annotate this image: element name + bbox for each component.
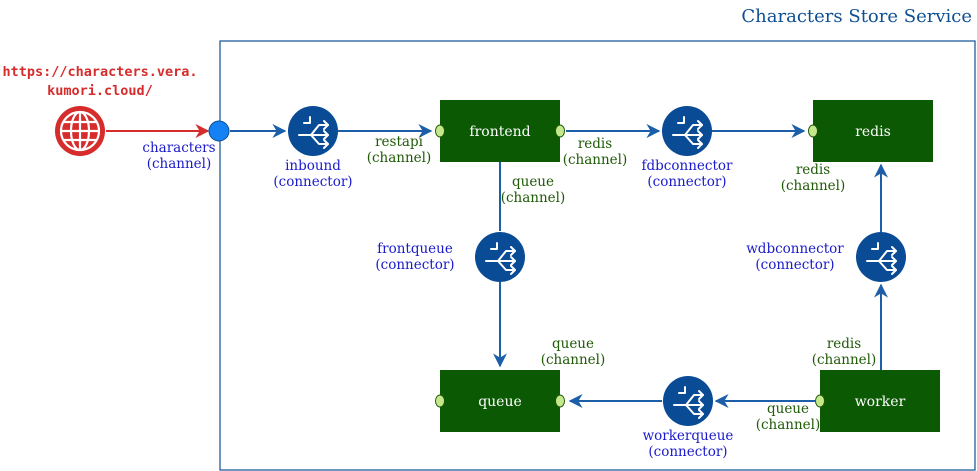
channel-worker-redis-kind: (channel): [812, 352, 877, 368]
component-redis[interactable]: redis: [813, 100, 933, 162]
connector-wdbconnector[interactable]: [855, 231, 907, 283]
connector-frontqueue-name: frontqueue: [377, 241, 453, 257]
service-port[interactable]: [208, 120, 230, 142]
service-channel-name: characters: [142, 140, 215, 156]
connector-inbound-kind: (connector): [273, 174, 352, 190]
connector-fdbconnector-name: fdbconnector: [642, 158, 733, 174]
connector-workerqueue[interactable]: [662, 375, 714, 427]
channel-worker-queue-kind: (channel): [756, 417, 821, 433]
port-queue-left[interactable]: [435, 394, 445, 408]
connector-icon: [855, 231, 907, 283]
component-frontend-label: frontend: [469, 124, 530, 140]
connector-frontqueue[interactable]: [474, 231, 526, 283]
connector-icon: [662, 375, 714, 427]
connector-fdbconnector-kind: (connector): [647, 174, 726, 190]
links: [230, 124, 888, 408]
connector-inbound[interactable]: [287, 105, 339, 157]
component-redis-label: redis: [855, 124, 891, 140]
connector-workerqueue-kind: (connector): [648, 444, 727, 460]
service-channel-kind: (channel): [147, 156, 212, 172]
component-frontend[interactable]: frontend: [440, 100, 560, 162]
connector-workerqueue-name: workerqueue: [643, 428, 734, 444]
component-worker-label: worker: [855, 394, 906, 410]
component-queue[interactable]: queue: [440, 370, 560, 432]
channel-frontend-restapi-kind: (channel): [367, 150, 432, 166]
connector-icon: [661, 105, 713, 157]
external-url[interactable]: https://characters.vera. kumori.cloud/: [2, 64, 197, 99]
connector-frontqueue-kind: (connector): [375, 257, 454, 273]
port-frontend-redis[interactable]: [555, 124, 565, 138]
connector-fdbconnector[interactable]: [661, 105, 713, 157]
channel-redis-redis-kind: (channel): [781, 178, 846, 194]
component-worker[interactable]: worker: [820, 370, 940, 432]
port-queue-queue[interactable]: [555, 394, 565, 408]
url-line-2: kumori.cloud/: [47, 83, 153, 99]
channel-frontend-queue-kind: (channel): [501, 190, 566, 206]
channel-frontend-redis-kind: (channel): [563, 152, 628, 168]
connector-icon: [474, 231, 526, 283]
connector-wdbconnector-name: wdbconnector: [746, 241, 844, 257]
connector-wdbconnector-kind: (connector): [755, 257, 834, 273]
channel-frontend-redis-name: redis: [578, 136, 612, 152]
ports: [435, 124, 825, 408]
channel-frontend-queue-name: queue: [512, 174, 554, 190]
service-title: Characters Store Service: [741, 6, 972, 27]
globe-icon[interactable]: [55, 106, 105, 156]
port-frontend-restapi[interactable]: [435, 124, 445, 138]
channel-queue-queue-name: queue: [552, 336, 594, 352]
url-line-1: https://characters.vera.: [2, 64, 197, 80]
channel-redis-redis-name: redis: [796, 162, 830, 178]
channel-worker-redis-name: redis: [827, 336, 861, 352]
port-redis-redis[interactable]: [808, 124, 818, 138]
channel-frontend-restapi-name: restapi: [375, 134, 423, 150]
channel-worker-queue-name: queue: [767, 401, 809, 417]
port-worker-queue[interactable]: [815, 394, 825, 408]
connector-inbound-name: inbound: [285, 158, 341, 174]
connector-icon: [287, 105, 339, 157]
component-queue-label: queue: [478, 394, 522, 410]
service-boundary: [219, 40, 976, 471]
channel-queue-queue-kind: (channel): [541, 352, 606, 368]
